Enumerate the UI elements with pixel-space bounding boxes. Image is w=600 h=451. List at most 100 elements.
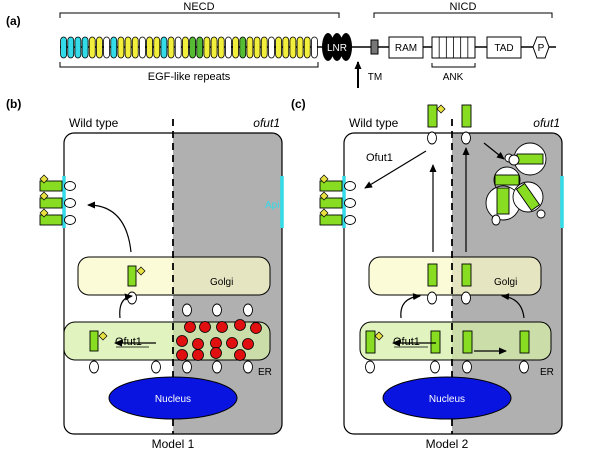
egf-repeat: [174, 36, 182, 59]
lnr-domain: LNR: [322, 33, 352, 61]
misfolded-notch: [210, 337, 222, 349]
notch-receptors-c: [365, 104, 530, 374]
egf-label: EGF-like repeats: [148, 71, 231, 83]
fucose-mark: [136, 266, 146, 276]
tad-domain: [486, 36, 522, 59]
egf-repeat: [275, 36, 282, 59]
egf-repeat: [311, 36, 318, 59]
notch-receptor: [89, 330, 108, 374]
ofut1-er-label-c: Ofut1: [393, 336, 420, 348]
notch-receptor: [430, 330, 441, 374]
egf-repeat: [253, 36, 261, 59]
panel-a: (a) NECD NICD EGF-like repeats LNR TM RA…: [6, 1, 556, 88]
tad-label: TAD: [494, 43, 513, 54]
fucose-mark: [98, 331, 108, 341]
misfolded-notch: [192, 349, 204, 361]
egf-repeat: [182, 36, 189, 59]
egf-repeat: [217, 36, 225, 59]
panel-c-label: (c): [291, 97, 306, 111]
misfolded-notch: [234, 349, 246, 361]
necd-label: NECD: [183, 1, 214, 13]
misfolded-notch: [234, 319, 246, 331]
endocytic-vesicle: [512, 181, 546, 219]
egf-repeat: [289, 36, 297, 59]
panel-b: (b) Wild type ofut1 Api Golgi ER Nucleus: [6, 97, 284, 451]
surface-receptor: [319, 174, 356, 192]
fucose-mark: [39, 191, 49, 201]
egf-repeat: [131, 36, 139, 59]
caption-b: Model 1: [152, 437, 195, 451]
p-label: P: [538, 43, 545, 54]
caption-c: Model 2: [426, 437, 469, 451]
notch-receptor: [519, 330, 530, 374]
misfolded-notch: [199, 321, 211, 333]
fucose-mark: [319, 174, 329, 184]
notch-receptor: [427, 263, 438, 305]
surface-receptor: [319, 208, 356, 226]
er-label-b: ER: [258, 367, 272, 378]
tm-label: TM: [368, 72, 382, 83]
ram-domain: [388, 36, 424, 59]
misfolded-notch: [176, 349, 188, 361]
egf-repeat: [282, 36, 290, 59]
er-label-c: ER: [540, 367, 554, 378]
notch-receptor: [461, 263, 472, 305]
misfolded-notch: [242, 338, 254, 350]
egf-repeat: [81, 36, 89, 59]
egf-repeat: [103, 36, 110, 59]
egf-repeat: [60, 36, 67, 59]
panel-c: (c) Wild type ofut1 Golgi ER Nucleus Ofu…: [291, 97, 564, 451]
egf-repeat: [196, 36, 204, 59]
misfolded-aggregates-b: [176, 303, 262, 374]
cell-outline-c: [343, 132, 563, 435]
ofut1-label-c: Ofut1: [366, 152, 393, 164]
egf-repeat: [117, 36, 125, 59]
mutant-label-c: ofut1: [533, 116, 560, 130]
egf-repeat: [246, 36, 254, 59]
egf-repeat: [189, 36, 196, 59]
egf-repeat: [88, 36, 96, 59]
misfolded-notch: [210, 347, 222, 359]
golgi-b: [77, 256, 271, 296]
nucleus-label-b: Nucleus: [155, 394, 191, 405]
misfolded-notch: [192, 338, 204, 350]
egf-repeat: [124, 36, 132, 59]
panel-b-label: (b): [6, 97, 21, 111]
surface-receptor: [319, 191, 356, 209]
nucleus-label-c: Nucleus: [429, 394, 465, 405]
egf-repeat: [303, 36, 311, 59]
egf-repeat: [74, 36, 82, 59]
golgi-label-b: Golgi: [210, 277, 233, 288]
golgi-label-c: Golgi: [494, 277, 517, 288]
nucleus-c: [382, 376, 512, 420]
tm-domain: [370, 39, 379, 55]
apical-label-b: Api: [265, 200, 279, 211]
egf-repeat: [296, 36, 304, 59]
panel-a-label: (a): [6, 14, 21, 28]
notch-receptor: [461, 104, 472, 145]
wild-type-label-c: Wild type: [349, 116, 399, 130]
endocytic-vesicle: [508, 154, 520, 166]
egf-repeat: [153, 36, 161, 59]
egf-repeat: [210, 36, 218, 59]
endocytic-vesicle: [485, 185, 521, 226]
misfolded-notch: [216, 321, 228, 333]
notch-receptor: [365, 330, 384, 374]
egf-repeat: [232, 36, 239, 59]
misfolded-notch: [176, 335, 188, 347]
surface-receptor: [39, 174, 76, 192]
pest-domain: [532, 36, 550, 59]
egf-repeat: [139, 36, 146, 59]
fucose-mark: [374, 331, 384, 341]
fucose-mark: [319, 208, 329, 218]
mutant-label-b: ofut1: [253, 116, 280, 130]
lnr-label: LNR: [327, 43, 347, 54]
misfolded-notch: [250, 322, 262, 334]
wild-type-label-b: Wild type: [69, 116, 119, 130]
notch-receptor: [427, 104, 446, 145]
egf-repeat: [167, 36, 175, 59]
surface-receptor: [39, 208, 76, 226]
ram-label: RAM: [395, 43, 417, 54]
fucose-mark: [39, 174, 49, 184]
